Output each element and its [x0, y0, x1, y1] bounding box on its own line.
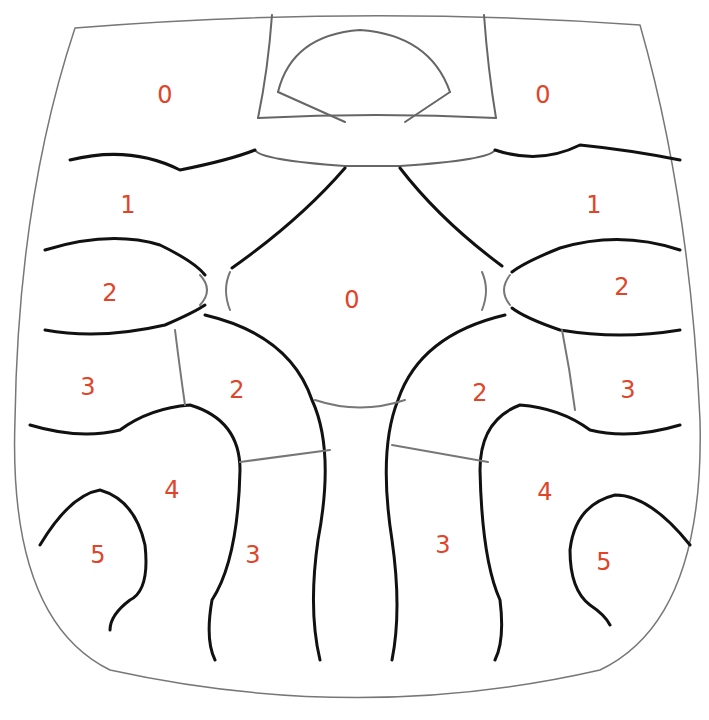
callout-number: 0 [535, 83, 550, 107]
callout-number: 5 [596, 550, 611, 574]
callout-number: 1 [586, 193, 601, 217]
callout-number: 2 [229, 378, 244, 402]
callout-number: 4 [537, 480, 552, 504]
callout-number: 1 [120, 193, 135, 217]
callout-number: 5 [90, 543, 105, 567]
callout-number: 0 [157, 83, 172, 107]
callout-number: 3 [245, 543, 260, 567]
callout-number: 3 [620, 378, 635, 402]
callout-number: 2 [102, 281, 117, 305]
callout-number: 2 [472, 381, 487, 405]
callout-number: 2 [614, 275, 629, 299]
callout-number: 3 [80, 375, 95, 399]
callout-number: 4 [164, 478, 179, 502]
callout-number: 0 [344, 288, 359, 312]
callout-number: 3 [435, 533, 450, 557]
